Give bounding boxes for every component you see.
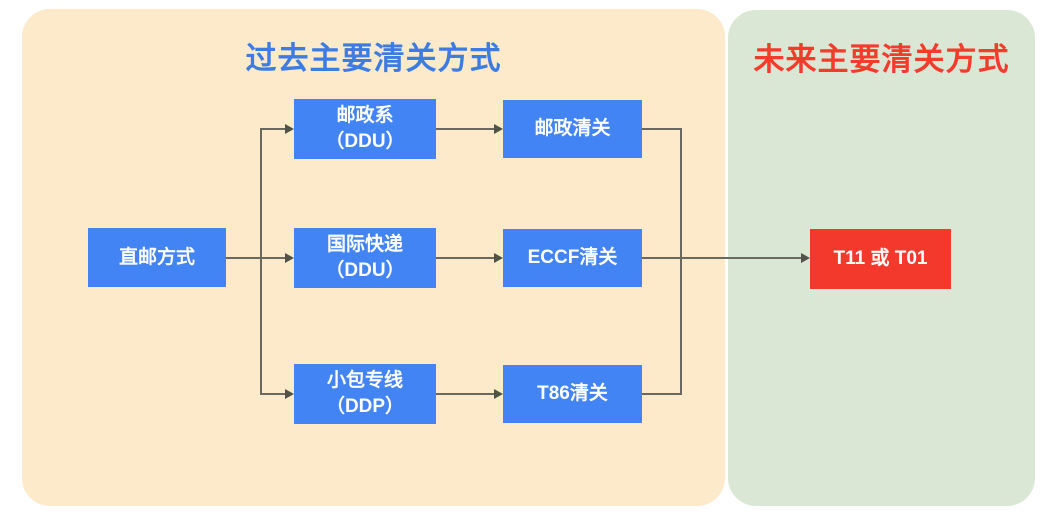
connector-to-future-line	[642, 257, 802, 259]
arrowhead-to-postal-clearance-icon	[494, 124, 503, 134]
node-direct-mail: 直邮方式	[88, 228, 226, 287]
node-intl-express-ddu: 国际快递 （DDU）	[294, 228, 436, 288]
arrowhead-to-small-parcel-icon	[285, 389, 294, 399]
node-t11-or-t01: T11 或 T01	[810, 229, 951, 289]
connector-row3-mid-line	[436, 393, 494, 395]
connector-row3-stub-line	[642, 393, 682, 395]
arrowhead-to-t86-clearance-icon	[494, 389, 503, 399]
connector-branch-bottom-line	[260, 393, 286, 395]
connector-right-merge-line	[680, 128, 682, 395]
connector-direct-out-line	[226, 257, 286, 259]
node-postal-clearance: 邮政清关	[503, 100, 642, 158]
node-small-parcel-ddp: 小包专线 （DDP）	[294, 364, 436, 424]
panel-future-title: 未来主要清关方式	[753, 42, 1010, 77]
node-eccf-clearance: ECCF清关	[503, 229, 642, 287]
node-t86-clearance: T86清关	[503, 365, 642, 423]
connector-left-branch-line	[260, 128, 262, 395]
arrowhead-to-intl-express-icon	[285, 253, 294, 263]
arrowhead-to-postal-system-icon	[285, 124, 294, 134]
panel-past-title: 过去主要清关方式	[245, 41, 502, 76]
arrowhead-to-future-mode-icon	[801, 253, 810, 263]
connector-row1-mid-line	[436, 128, 494, 130]
node-postal-system-ddu: 邮政系 （DDU）	[294, 99, 436, 159]
connector-row2-mid-line	[436, 257, 494, 259]
connector-branch-top-line	[260, 128, 286, 130]
arrowhead-to-eccf-clearance-icon	[494, 253, 503, 263]
connector-row1-stub-line	[642, 128, 682, 130]
